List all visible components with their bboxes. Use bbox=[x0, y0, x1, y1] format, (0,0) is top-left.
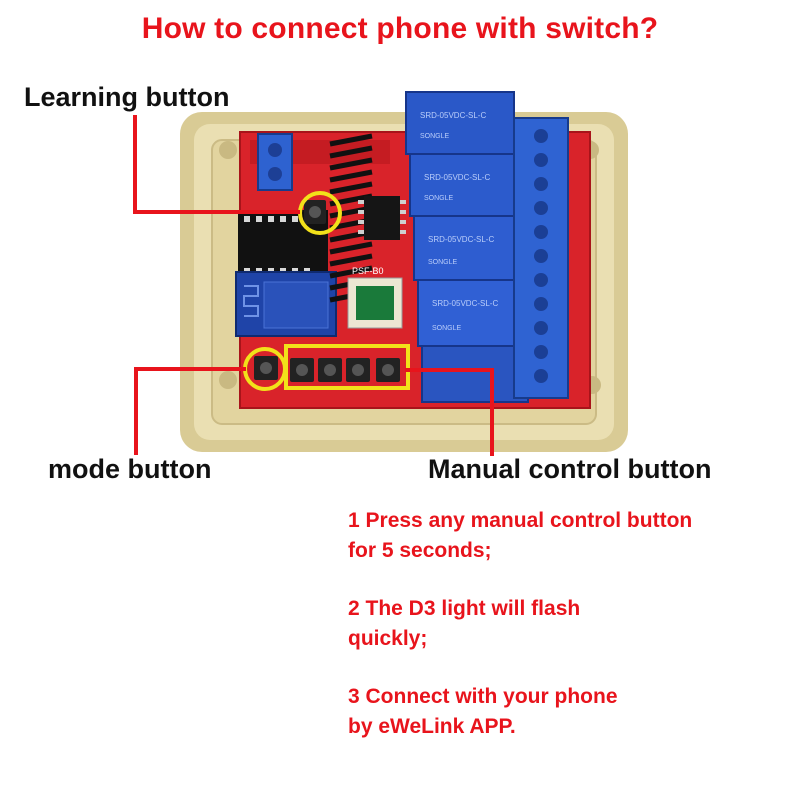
manual-tactile-button bbox=[346, 358, 370, 382]
relay-brand: SONGLE bbox=[432, 325, 462, 332]
manual-tactile-button bbox=[376, 358, 400, 382]
mode-button-label: mode button bbox=[48, 454, 212, 484]
terminal-block-right bbox=[513, 117, 569, 399]
page-title: How to connect phone with switch? bbox=[141, 12, 659, 45]
ic-chip bbox=[358, 196, 406, 240]
manual-control-button-label: Manual control button bbox=[428, 454, 712, 484]
manual-tactile-button bbox=[290, 358, 314, 382]
relay-marking: SRD-05VDC-SL-C bbox=[428, 235, 494, 244]
mode-callout-line bbox=[134, 367, 246, 455]
relay-2: SRD-05VDC-SL-C SONGLE bbox=[409, 153, 519, 217]
wifi-module bbox=[235, 210, 337, 337]
step-1: 1 Press any manual control button for 5 … bbox=[348, 509, 693, 562]
relay-base bbox=[421, 345, 529, 403]
learning-tactile-button bbox=[304, 200, 326, 224]
manual-tactile-button bbox=[318, 358, 342, 382]
relay-marking: SRD-05VDC-SL-C bbox=[420, 111, 486, 120]
relay-brand: SONGLE bbox=[420, 133, 450, 140]
step-2: 2 The D3 light will flash quickly; bbox=[348, 597, 581, 650]
relays: SRD-05VDC-SL-C SONGLE SRD-05VDC-SL-C SON… bbox=[405, 91, 529, 403]
mode-tactile-button bbox=[254, 356, 278, 380]
relay-4: SRD-05VDC-SL-C SONGLE bbox=[417, 279, 527, 347]
learning-callout-line bbox=[133, 115, 300, 214]
small-module: PSF-B0 bbox=[347, 266, 403, 329]
terminal-block-left bbox=[257, 133, 293, 191]
screw-post bbox=[219, 141, 237, 159]
relay-marking: SRD-05VDC-SL-C bbox=[432, 299, 498, 308]
manual-highlight bbox=[284, 344, 410, 390]
manual-callout-line bbox=[405, 368, 494, 456]
relay-brand: SONGLE bbox=[428, 259, 458, 266]
chip-marking: PSF-B0 bbox=[352, 266, 384, 276]
instruction-steps: 1 Press any manual control button for 5 … bbox=[348, 506, 796, 770]
step-3: 3 Connect with your phone by eWeLink APP… bbox=[348, 685, 618, 738]
tactile-buttons bbox=[254, 200, 400, 382]
relay-brand: SONGLE bbox=[424, 195, 454, 202]
relay-3: SRD-05VDC-SL-C SONGLE bbox=[413, 215, 523, 281]
relay-1: SRD-05VDC-SL-C SONGLE bbox=[405, 91, 515, 155]
relay-marking: SRD-05VDC-SL-C bbox=[424, 173, 490, 182]
screw-post bbox=[219, 371, 237, 389]
learning-button-label: Learning button bbox=[24, 82, 230, 112]
